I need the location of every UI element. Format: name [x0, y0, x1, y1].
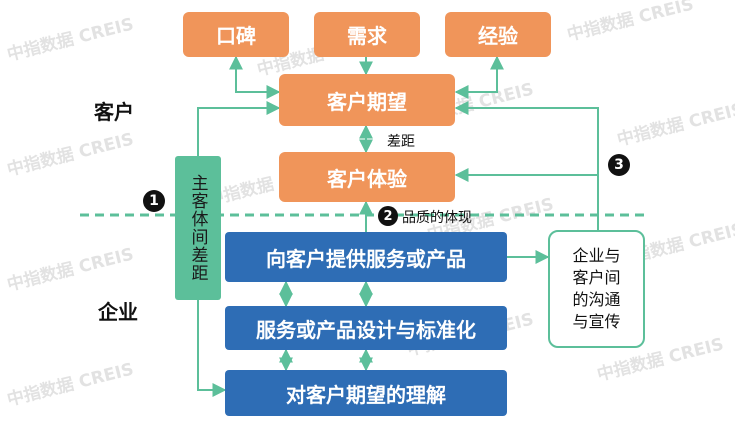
communication-box: 企业与 客户间 的沟通 与宣传: [548, 230, 645, 348]
word-of-mouth-box: 口碑: [183, 12, 289, 57]
quality-label: 品质的体现: [402, 210, 472, 226]
badge-two: 2: [378, 206, 398, 226]
customer-expectation-box: 客户期望: [279, 74, 455, 126]
past-experience-box: 经验: [445, 12, 551, 57]
arrow-comm-to-expectation: [454, 101, 599, 230]
arrow-vertical-to-expectation: [197, 101, 281, 156]
customer-side-label: 客户: [94, 100, 134, 124]
arrow-vertical-to-understanding: [197, 300, 227, 397]
arrow-experience-past: [454, 55, 504, 99]
badge-one: 1: [143, 190, 165, 212]
gap-label: 差距: [387, 134, 415, 150]
provide-service-box: 向客户提供服务或产品: [225, 232, 507, 282]
customer-experience-box: 客户体验: [279, 152, 455, 202]
enterprise-side-label: 企业: [98, 300, 138, 324]
understanding-expectation-box: 对客户期望的理解: [225, 370, 507, 416]
subject-object-gap-box: 主客体间差距: [175, 156, 221, 300]
badge-three: 3: [608, 154, 630, 176]
needs-box: 需求: [314, 12, 420, 57]
design-standardization-box: 服务或产品设计与标准化: [225, 306, 507, 350]
arrow-word-of-mouth: [229, 55, 281, 99]
